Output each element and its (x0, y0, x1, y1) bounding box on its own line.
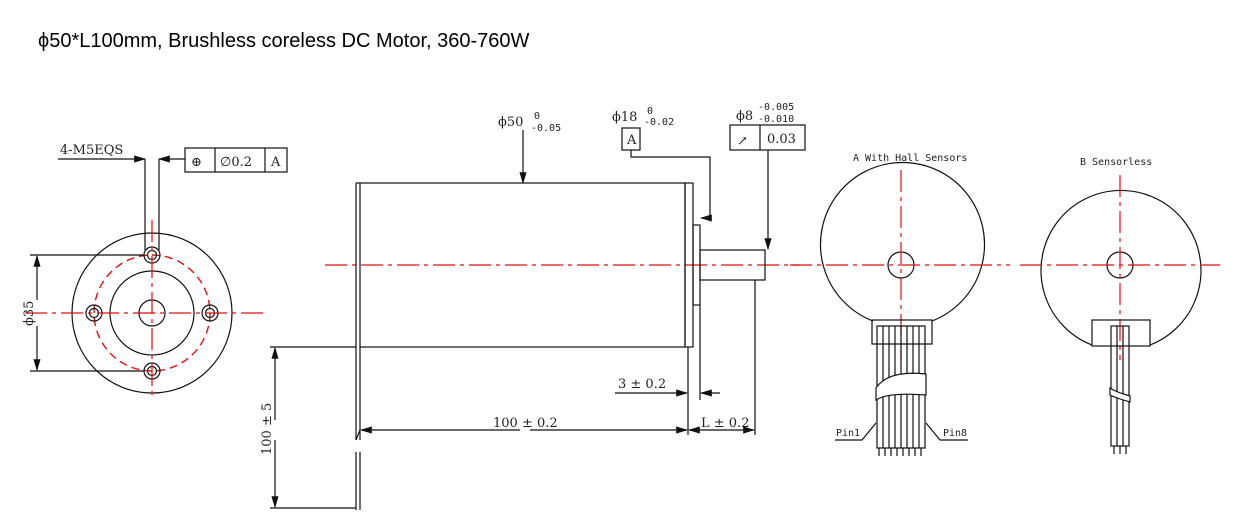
position-tolerance-frame: ⊕ ∅0.2 A (184, 147, 288, 173)
hall-wires (875, 325, 927, 456)
svg-text:-0.02: -0.02 (644, 117, 674, 128)
svg-text:0.03: 0.03 (767, 132, 796, 147)
svg-text:0: 0 (647, 106, 653, 117)
pilot-length-dim: 3 ± 0.2 (618, 377, 666, 392)
svg-text:-0.005: -0.005 (758, 102, 794, 113)
position-icon: ⊕ (191, 155, 202, 170)
bolt-circle-dim: ϕ35 (22, 301, 37, 326)
shaft (699, 249, 766, 281)
svg-text:A: A (270, 155, 281, 170)
svg-text:-0.010: -0.010 (758, 114, 794, 125)
end-view: 4-M5EQS ⊕ ∅0.2 A ϕ35 (22, 143, 288, 400)
svg-text:ϕ18: ϕ18 (612, 110, 637, 125)
shaft-length-dim: L ± 0.2 (701, 416, 749, 431)
pin1-label: Pin1 (836, 428, 860, 439)
runout-icon: ↗ (737, 134, 748, 149)
body-length-dim: 100 ± 0.2 (493, 416, 558, 431)
side-view: ϕ50 0 -0.05 ϕ18 0 -0.02 A ϕ8 -0.005 -0.0… (260, 102, 806, 510)
svg-text:ϕ8: ϕ8 (736, 109, 753, 124)
runout-frame: ↗ 0.03 (729, 124, 806, 151)
lead-length-dim: 100 ± 5 (260, 403, 275, 455)
sensorless-connector (1091, 319, 1151, 347)
rear-view-hall: A With Hall Sensors Pin1 Pin8 (790, 153, 1010, 456)
hall-connector (871, 319, 933, 345)
svg-text:-0.05: -0.05 (531, 123, 561, 134)
svg-text:0: 0 (534, 111, 540, 122)
hall-view-label: A With Hall Sensors (853, 153, 967, 164)
svg-text:ϕ50: ϕ50 (498, 115, 523, 130)
pin8-label: Pin8 (943, 428, 967, 439)
svg-text:∅0.2: ∅0.2 (220, 155, 252, 170)
thread-label: 4-M5EQS (60, 143, 123, 158)
sensorless-view-label: B Sensorless (1080, 157, 1152, 168)
rear-view-sensorless: B Sensorless (1020, 157, 1220, 454)
phase-wires (1109, 325, 1131, 454)
drawing-title: ϕ50*L100mm, Brushless coreless DC Motor,… (38, 30, 530, 52)
svg-text:A: A (626, 133, 637, 148)
